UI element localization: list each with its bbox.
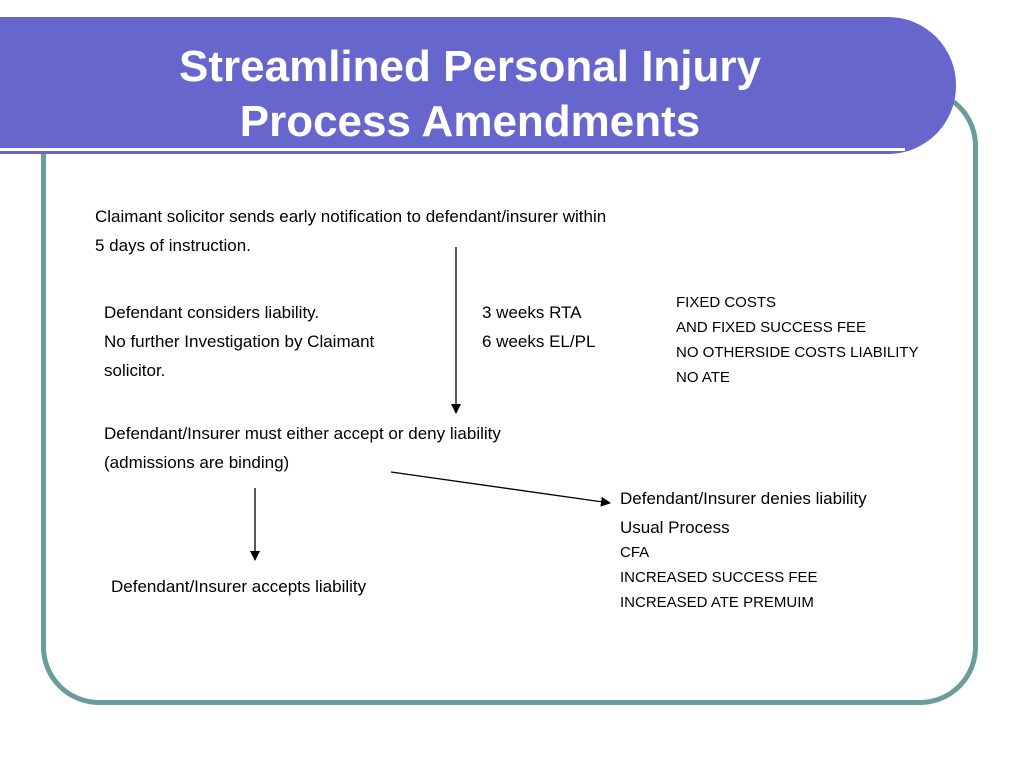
notification-line: Claimant solicitor sends early notificat… <box>95 207 607 226</box>
notification-line: 5 days of instruction. <box>95 236 251 255</box>
consider-line: Defendant considers liability. <box>104 303 320 322</box>
accept-or-deny-line: Defendant/Insurer must either accept or … <box>104 424 501 443</box>
slide-title: Streamlined Personal Injury Process Amen… <box>179 42 761 146</box>
title-banner: Streamlined Personal Injury Process Amen… <box>0 17 956 154</box>
accept-or-deny-text: Defendant/Insurer must either accept or … <box>104 419 501 477</box>
accept-or-deny-line: (admissions are binding) <box>104 453 290 472</box>
fixed-costs-line: AND FIXED SUCCESS FEE <box>676 319 867 336</box>
content-frame <box>41 88 978 705</box>
denies-liability-text: Defendant/Insurer denies liability Usual… <box>620 484 867 542</box>
fixed-costs-line: NO OTHERSIDE COSTS LIABILITY <box>676 344 919 361</box>
denies-line: Usual Process <box>620 518 730 537</box>
consider-liability-text: Defendant considers liability. No furthe… <box>104 298 374 385</box>
denies-detail-line: INCREASED SUCCESS FEE <box>620 569 818 586</box>
fixed-costs-text: FIXED COSTS AND FIXED SUCCESS FEE NO OTH… <box>676 290 919 390</box>
timeframe-line: 3 weeks RTA <box>482 303 582 322</box>
arrow-to-denies <box>390 471 611 507</box>
denies-detail-line: CFA <box>620 544 650 561</box>
notification-text: Claimant solicitor sends early notificat… <box>95 202 606 260</box>
title-underline <box>0 148 905 151</box>
fixed-costs-line: NO ATE <box>676 369 730 386</box>
denies-detail-line: INCREASED ATE PREMUIM <box>620 594 814 611</box>
denies-details-text: CFA INCREASED SUCCESS FEE INCREASED ATE … <box>620 540 818 615</box>
denies-line: Defendant/Insurer denies liability <box>620 489 867 508</box>
timeframes-text: 3 weeks RTA 6 weeks EL/PL <box>482 298 595 356</box>
timeframe-line: 6 weeks EL/PL <box>482 332 596 351</box>
accepts-liability-text: Defendant/Insurer accepts liability <box>111 577 367 596</box>
consider-line: No further Investigation by Claimant <box>104 332 375 351</box>
consider-line: solicitor. <box>104 361 166 380</box>
fixed-costs-line: FIXED COSTS <box>676 294 777 311</box>
